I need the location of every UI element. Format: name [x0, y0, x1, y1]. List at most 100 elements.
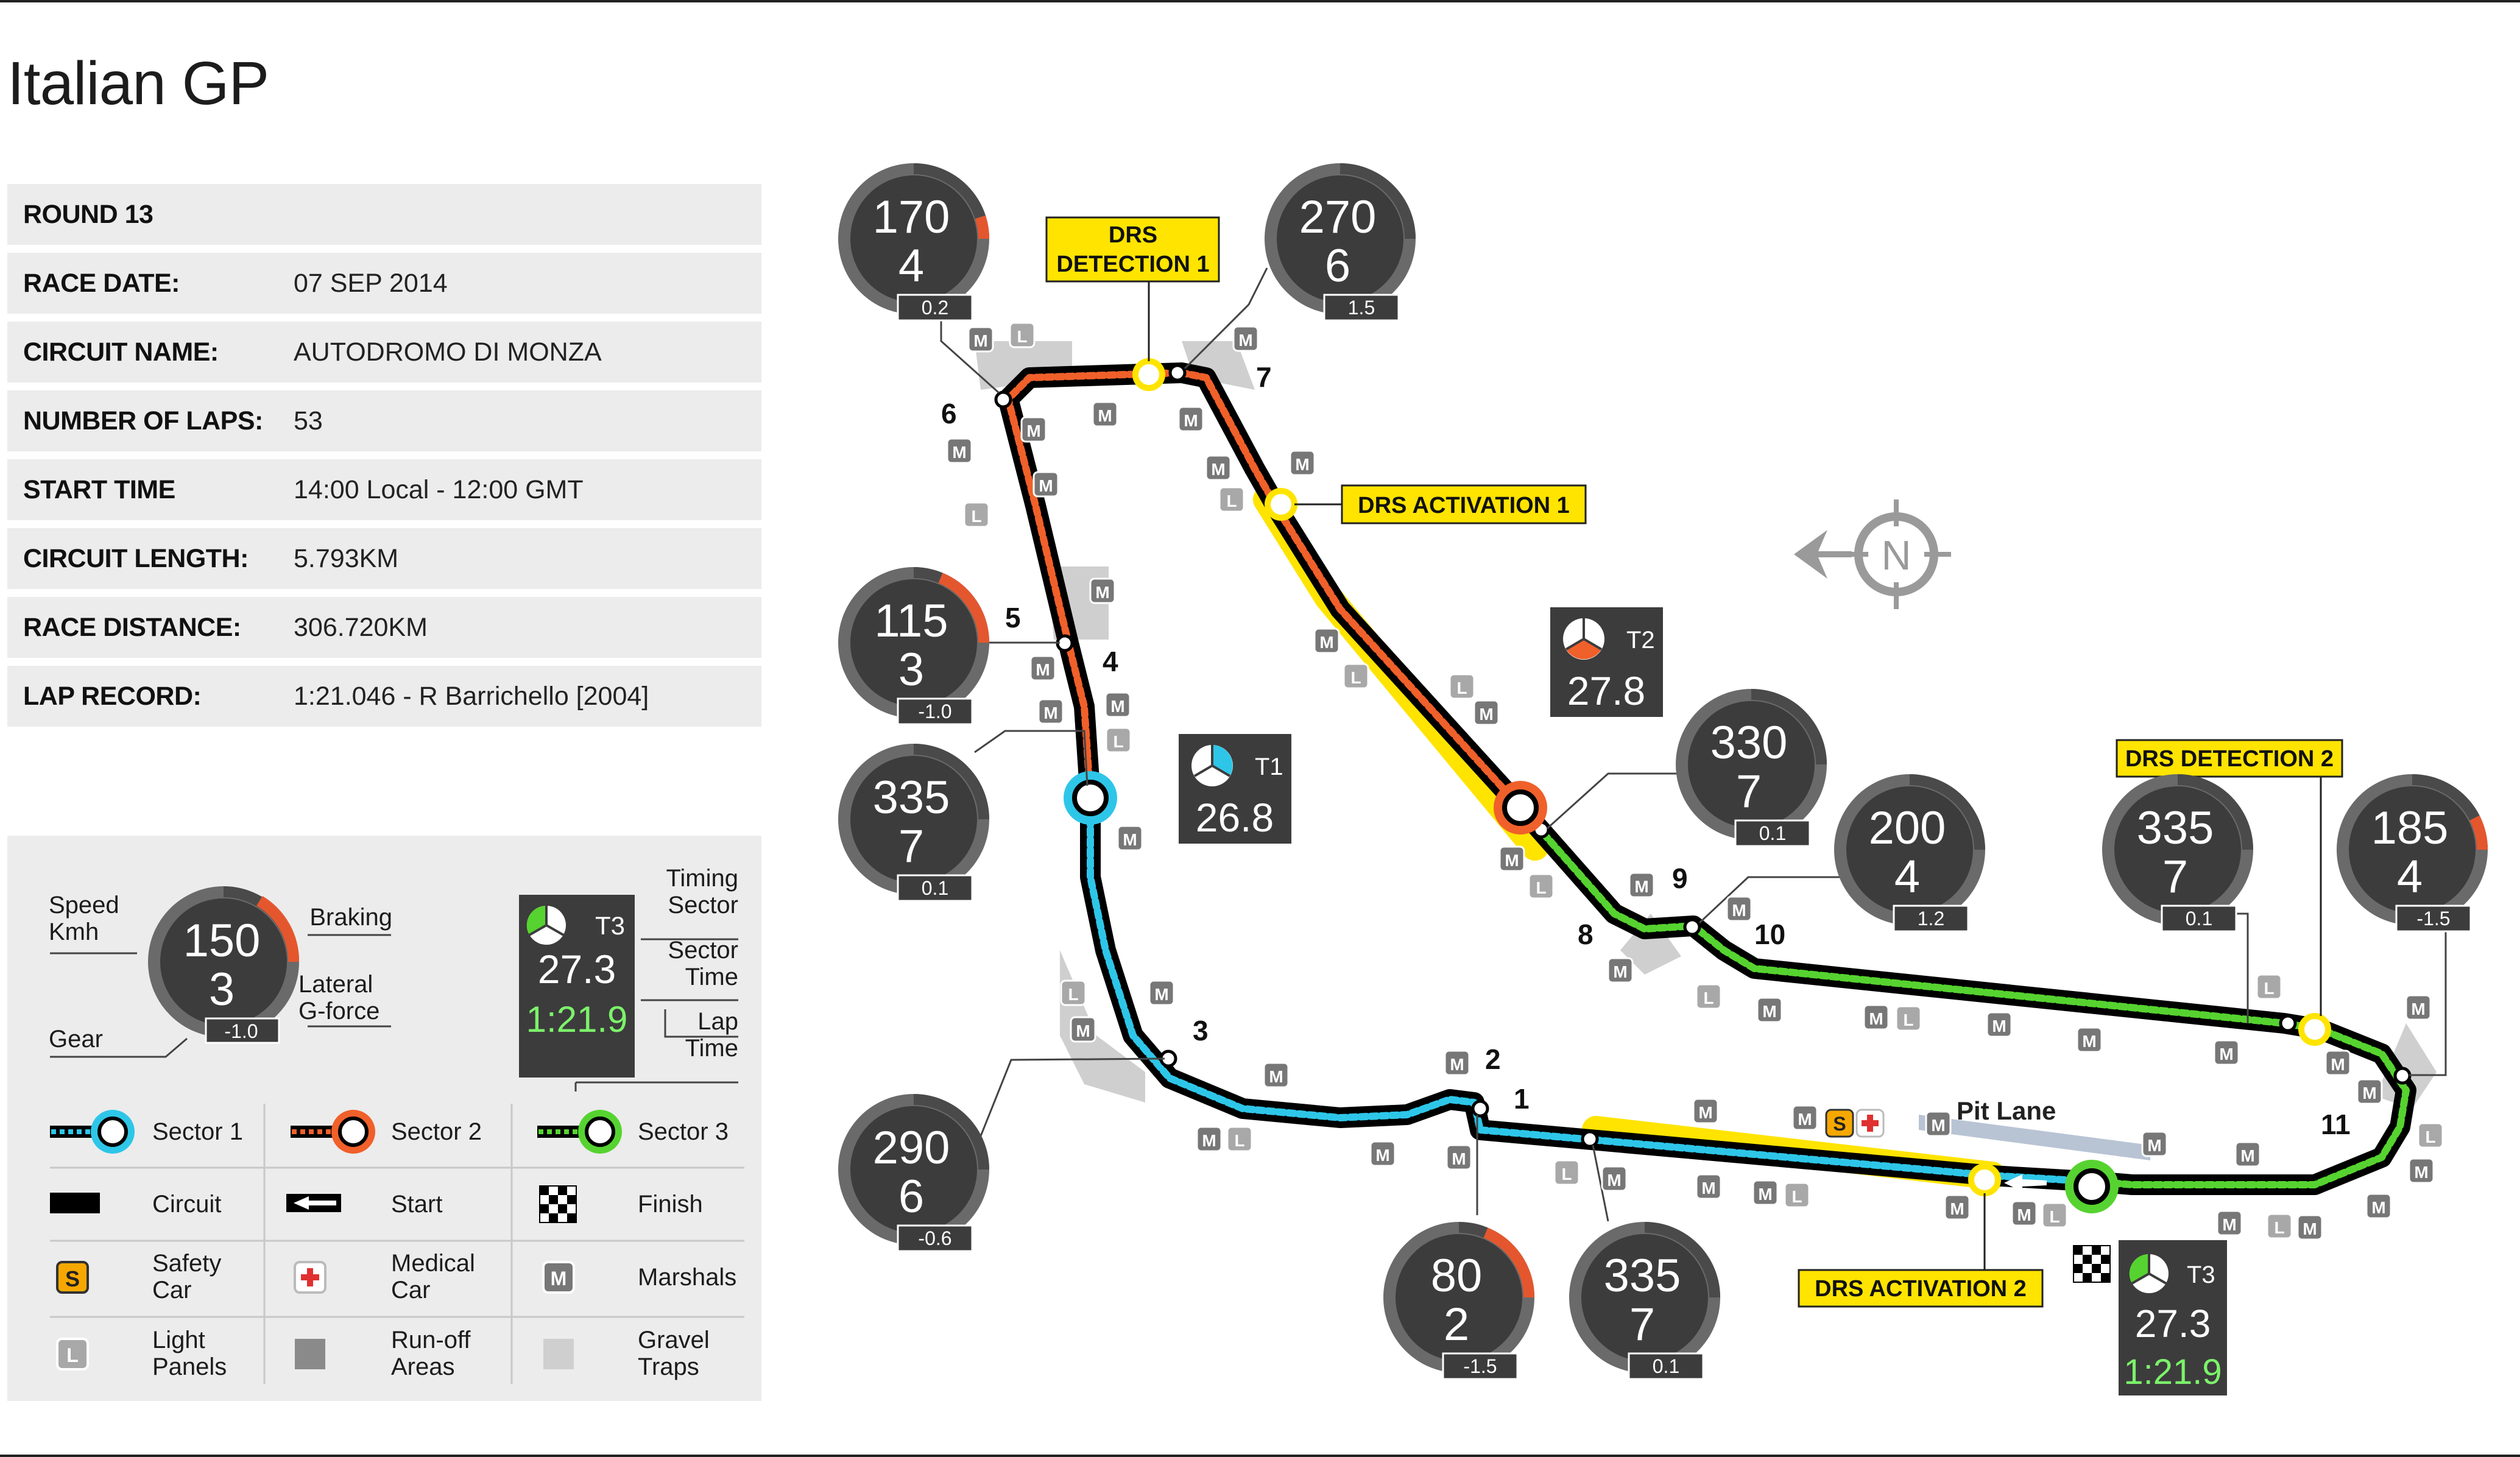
gauge-arc [1644, 1222, 1720, 1298]
gauge-g-box [2395, 905, 2472, 933]
track-sector-2 [998, 362, 1533, 820]
gauge-face [2349, 786, 2476, 913]
light-panel-icon: L [1009, 322, 1036, 348]
marker-box [1263, 1062, 1290, 1088]
marker-box [1009, 322, 1036, 348]
marker-box [2365, 1193, 2392, 1219]
marshal-post-icon: M [1070, 1016, 1096, 1043]
gauge-gear: 7 [2162, 851, 2188, 903]
marker-letter: M [2240, 1146, 2254, 1165]
marker-box [1020, 416, 1047, 443]
legend-start-label: Start [391, 1191, 443, 1218]
marshal-post-icon: M [2213, 1039, 2240, 1066]
gauge-gear: 4 [2397, 851, 2423, 903]
marker-letter: M [1479, 705, 1493, 724]
gauge-g-box [1628, 1352, 1704, 1380]
marker-letter: M [1123, 830, 1137, 849]
marker-letter: M [1732, 901, 1746, 920]
legend-sector-3-label: Sector 3 [638, 1118, 729, 1145]
gauge-face [850, 1106, 977, 1233]
gauge-speed: 335 [2137, 802, 2214, 854]
gauge-arc [913, 1094, 989, 1170]
marshal-post-icon: M [2216, 1210, 2243, 1237]
marshal-post-icon: M [1607, 957, 1634, 984]
marker-box [2408, 1157, 2435, 1184]
marker-letter: M [2147, 1136, 2161, 1155]
light-panel-icon: L [1218, 486, 1245, 513]
marker-letter: M [1319, 633, 1333, 652]
marker-letter: L [1068, 985, 1078, 1004]
light-panel-icon: L [1553, 1159, 1580, 1186]
marshal-post-icon: M [946, 437, 973, 464]
legend-safety-word: Safety [152, 1250, 222, 1277]
legend-marshals-label: Marshals [638, 1264, 737, 1291]
legend-gauge-dial: -1.0 150 3 [148, 886, 300, 1044]
gauge-face [1396, 1234, 1522, 1361]
gauge-gear: 3 [898, 644, 924, 696]
marker-letter: M [1758, 1185, 1772, 1204]
start-arrow-icon [286, 1194, 341, 1212]
info-value: 5.793KM [294, 544, 399, 573]
marker-box [1553, 1159, 1580, 1186]
marker-box [1226, 1126, 1253, 1152]
legend-braking-label: Braking [309, 904, 392, 931]
turn-1-label: 1 [1514, 1083, 1530, 1115]
marshal-post-icon: M [1445, 1144, 1472, 1171]
info-row-circuit-length: CIRCUIT LENGTH: 5.793KM [7, 528, 761, 589]
legend-time-word-2: Time [685, 1035, 738, 1062]
info-value: 1:21.046 - R Barrichello [2004] [294, 682, 649, 711]
marker-box [1105, 727, 1132, 753]
marker-letter: L [971, 507, 981, 526]
marker-box [1445, 1144, 1472, 1171]
marker-letter: M [1039, 476, 1053, 495]
marker-letter: M [1452, 1149, 1466, 1168]
gauge-g-box [1893, 905, 1969, 933]
safety-car-icon: S [1825, 1109, 1854, 1138]
marker-box [1070, 1016, 1096, 1043]
legend-timing-word: Timing [666, 865, 738, 892]
gauge-braking-arc [2469, 815, 2488, 850]
light-panel-icon: L [56, 1338, 89, 1371]
marker-box [1092, 401, 1118, 428]
marker-letter: M [1110, 697, 1124, 716]
gauge-face [850, 175, 977, 302]
info-row-laps: NUMBER OF LAPS: 53 [7, 390, 761, 451]
light-panel-icon: L [2041, 1202, 2068, 1229]
marker-letter: M [1036, 660, 1050, 679]
info-value: 07 SEP 2014 [294, 269, 448, 298]
gauge-gear: 7 [1629, 1299, 1655, 1350]
gravel-trap-swatch [543, 1339, 574, 1369]
checkered-flag-icon [539, 1185, 577, 1223]
marker-letter: M [1269, 1067, 1283, 1086]
gauge-gear: 6 [898, 1171, 924, 1222]
gauge-arc [913, 744, 989, 820]
marker-letter: M [1202, 1131, 1216, 1150]
marshal-post-icon: M [1032, 471, 1059, 498]
info-label: CIRCUIT LENGTH: [23, 544, 249, 573]
legend-time-word: Time [685, 964, 738, 990]
sector-1-marker [1064, 771, 1117, 825]
marker-box [2141, 1131, 2168, 1157]
light-panel-icon: L [2266, 1213, 2293, 1240]
drs-activation-1-label: DRS ACTIVATION 1 [1294, 484, 1587, 524]
marshal-post-icon: M [2408, 1157, 2435, 1184]
marshal-post-icon: M [1444, 1050, 1470, 1076]
marshal-post-icon: M [967, 326, 994, 353]
gauge-g-box [1323, 294, 1400, 322]
gauge-g-force: 0.1 [1759, 822, 1786, 844]
marker-letter: M [1607, 1171, 1621, 1190]
gauge-gear: 7 [898, 820, 924, 872]
light-panel-icon: L [1784, 1182, 1810, 1208]
drs-detection-1-label: DRS DETECTION 1 [1045, 216, 1220, 361]
gauge-gear: 6 [1325, 240, 1350, 292]
drs-activation-2-text: DRS ACTIVATION 2 [1815, 1276, 2027, 1302]
marker-box [2356, 1078, 2383, 1105]
marshal-post-icon: M [1037, 698, 1064, 725]
timing-t3-lap: 1:21.9 [2123, 1352, 2222, 1392]
legend-safety-letter: S [65, 1266, 80, 1291]
marker-letter: M [1701, 1179, 1715, 1198]
